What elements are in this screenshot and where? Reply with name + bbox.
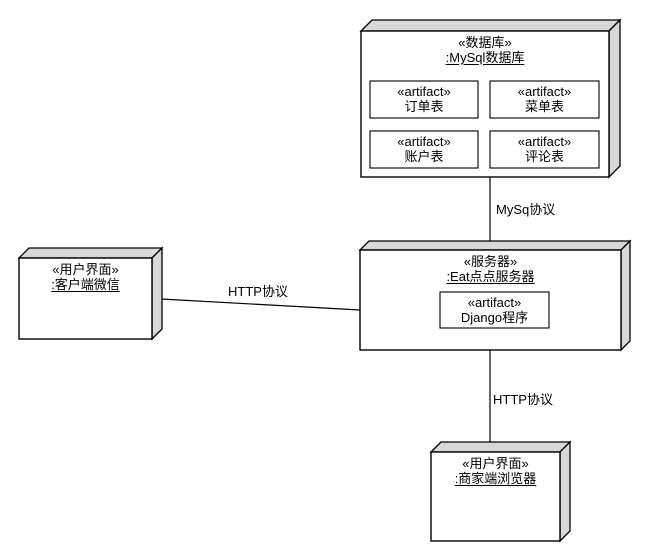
artifact-box-order-table (369, 80, 479, 119)
artifact-stereotype: «artifact» (397, 84, 451, 99)
artifact-stereotype: «artifact» (467, 295, 522, 310)
database-name: :MySql数据库 (445, 50, 525, 65)
connector-label-mysql-protocol: MySq协议 (496, 202, 556, 217)
merchant-stereotype: «用户界面» (462, 456, 529, 471)
artifact-box-account-table (369, 130, 479, 169)
artifact-name: 账户表 (404, 149, 444, 164)
client-name: :客户端微信 (51, 277, 120, 292)
merchant-node-side-face (559, 440, 571, 543)
merchant-name: :商家端浏览器 (454, 471, 537, 486)
server-name: :Eat点点服务器 (446, 269, 535, 284)
artifact-stereotype: «artifact» (517, 134, 572, 149)
client-node-front-face (18, 257, 153, 340)
artifact-name: 菜单表 (524, 99, 564, 114)
database-node-top-face (359, 19, 622, 32)
artifact-name: 订单表 (404, 99, 444, 114)
artifact-label-order-table: «artifact» 订单表 (370, 84, 478, 114)
client-node-title: «用户界面» :客户端微信 (19, 262, 152, 292)
artifact-label-django: «artifact» Django程序 (440, 295, 549, 325)
connector-client-server (160, 298, 361, 311)
artifact-label-review-table: «artifact» 评论表 (490, 134, 599, 164)
artifact-label-menu-table: «artifact» 菜单表 (490, 84, 599, 114)
artifact-name: 评论表 (524, 149, 564, 164)
merchant-node-title: «用户界面» :商家端浏览器 (431, 456, 560, 486)
connector-label-http-protocol-client: HTTP协议 (228, 284, 288, 299)
server-node-top-face (358, 240, 632, 251)
server-node-title: «服务器» :Eat点点服务器 (360, 254, 621, 284)
merchant-node-top-face (429, 441, 572, 453)
artifact-stereotype: «artifact» (397, 134, 451, 149)
server-stereotype: «服务器» (463, 254, 518, 269)
client-node-top-face (17, 247, 164, 259)
merchant-node-front-face (430, 451, 561, 542)
artifact-label-account-table: «artifact» 账户表 (370, 134, 478, 164)
database-stereotype: «数据库» (458, 35, 512, 50)
client-stereotype: «用户界面» (52, 262, 119, 277)
connector-label-http-protocol-merchant: HTTP协议 (493, 392, 553, 407)
artifact-box-review-table (489, 130, 600, 169)
client-node-side-face (151, 246, 163, 341)
database-node-side-face (608, 18, 621, 179)
artifact-stereotype: «artifact» (517, 84, 572, 99)
server-node-side-face (620, 239, 631, 352)
artifact-box-django (439, 291, 550, 329)
database-node-title: «数据库» :MySql数据库 (361, 35, 609, 65)
artifact-name: Django程序 (460, 310, 529, 325)
artifact-box-menu-table (489, 80, 600, 119)
